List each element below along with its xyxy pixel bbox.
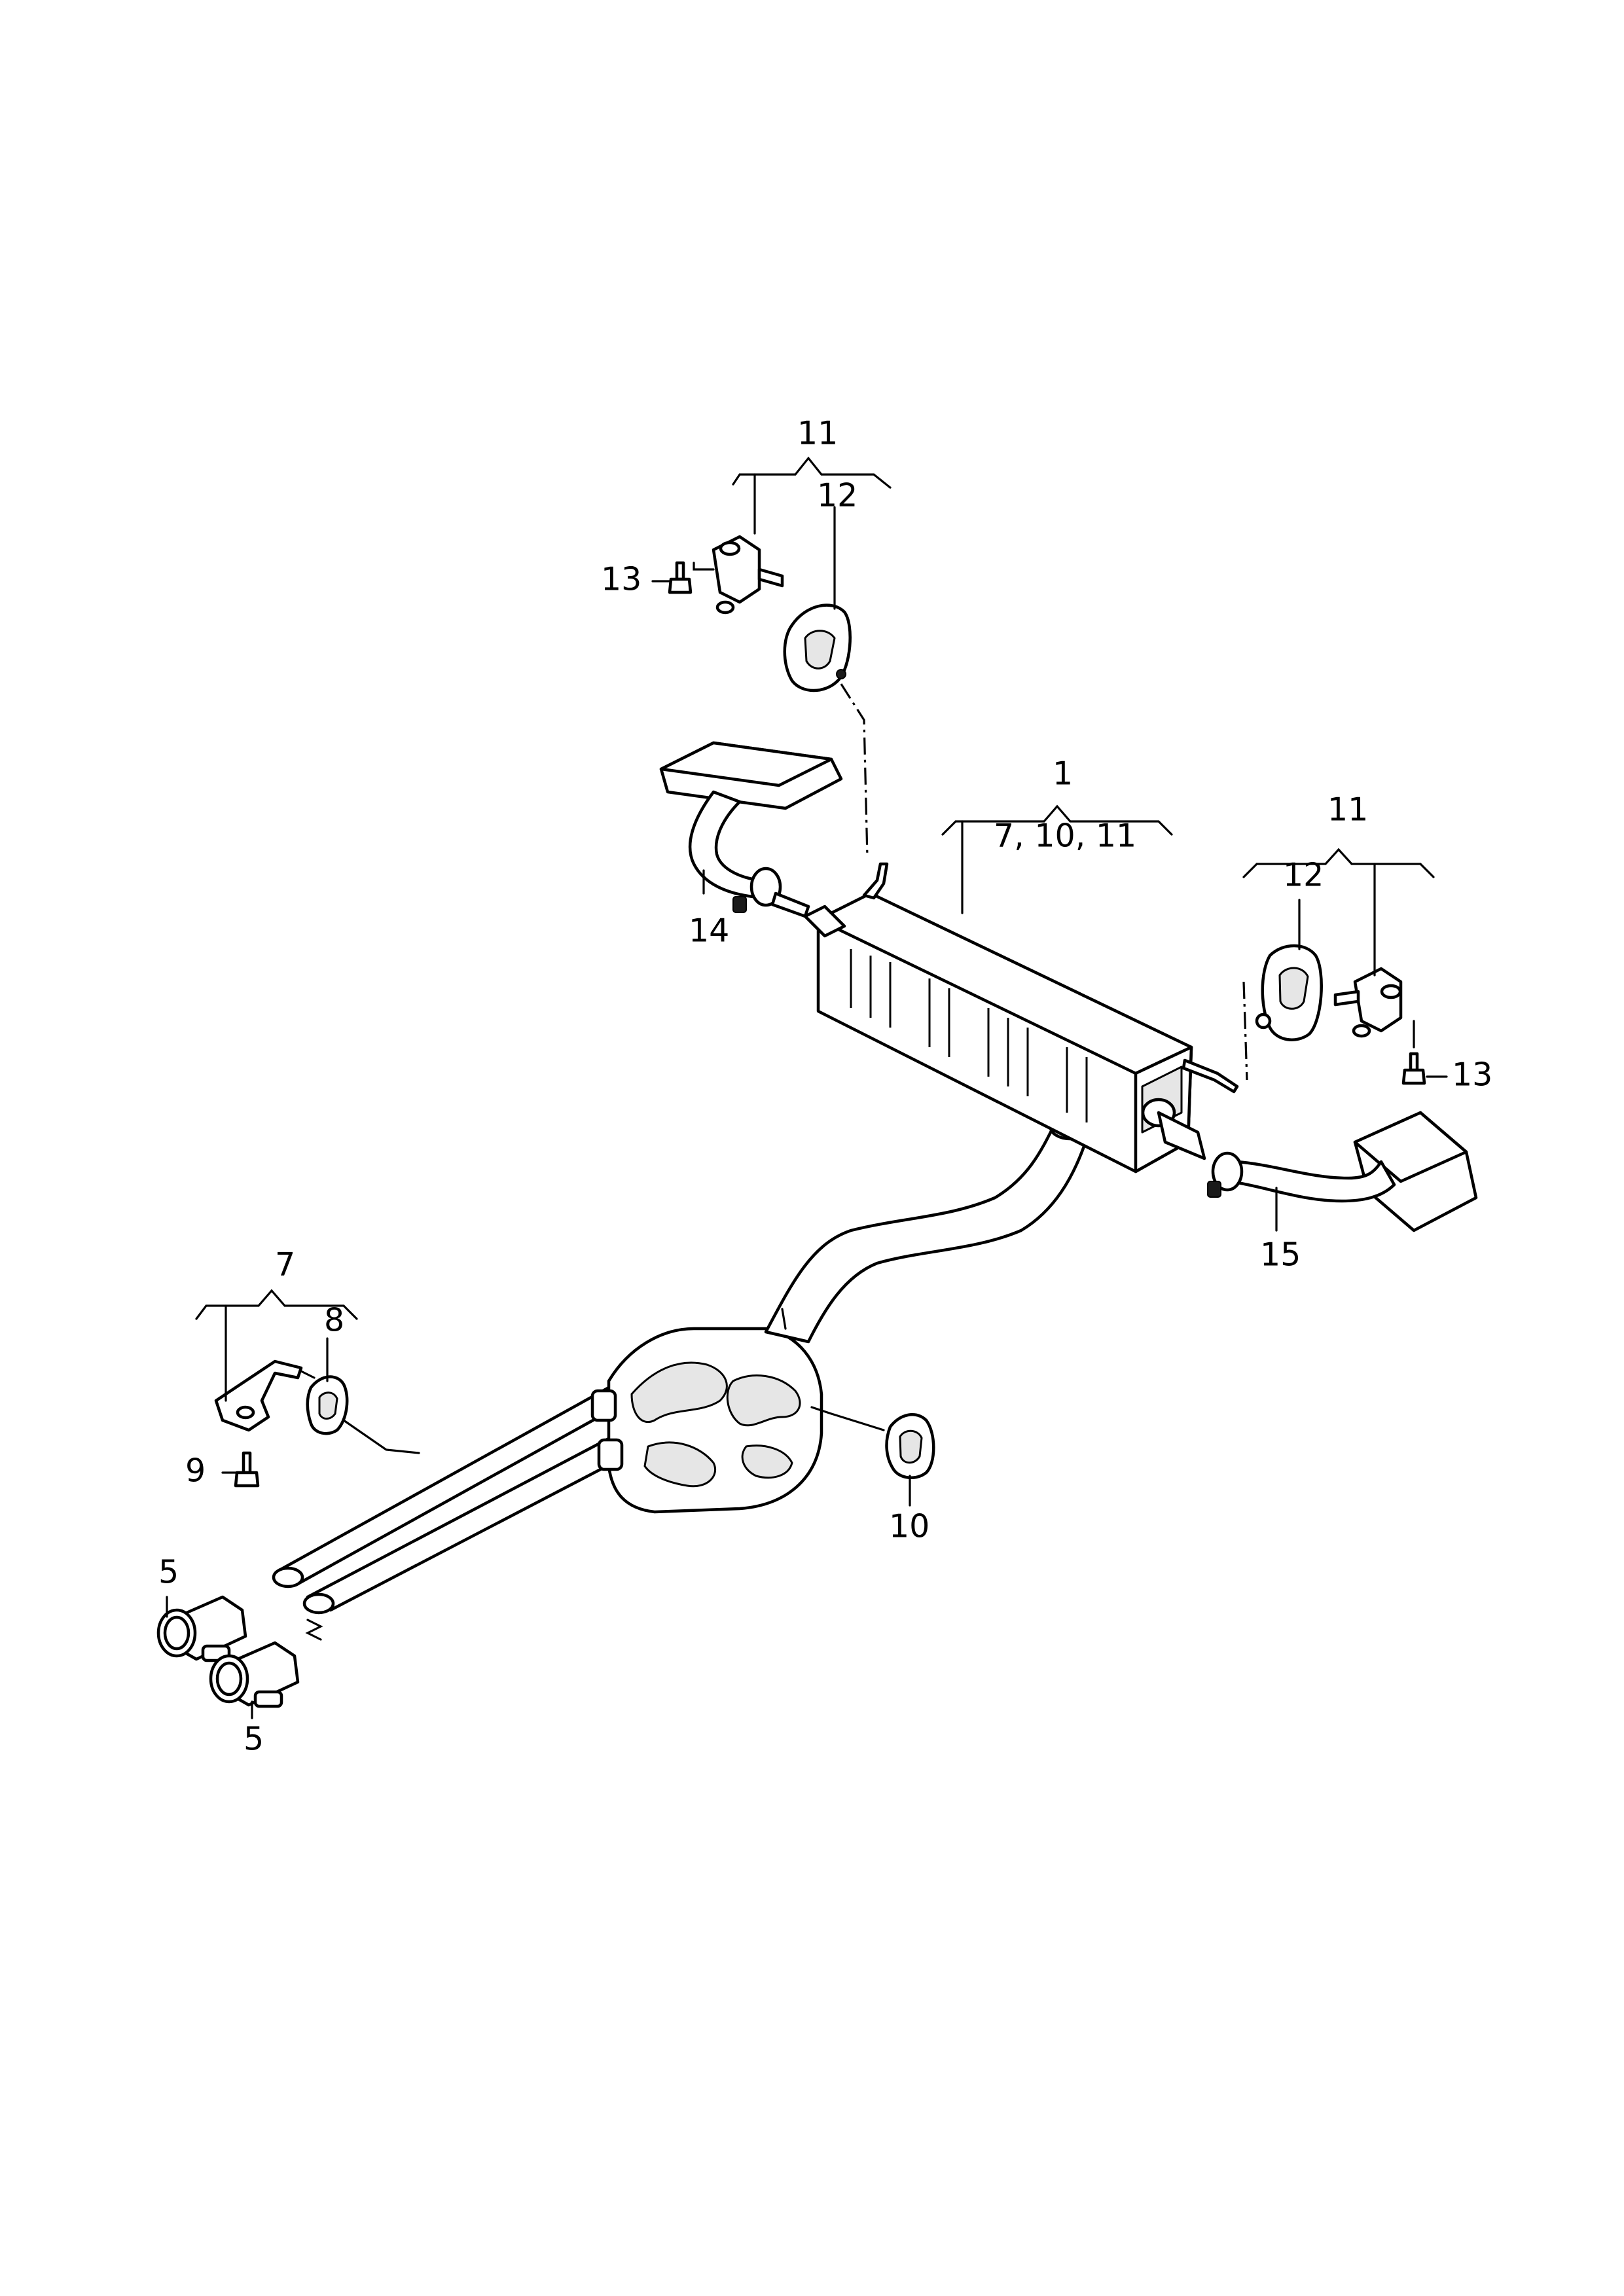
label-5-lower: 5 [244,1721,264,1758]
label-9: 9 [185,1452,206,1490]
left-tailpipe [659,741,843,918]
label-12-top: 12 [817,477,857,514]
bracket-11-right [1333,967,1403,1038]
label-1-includes: 7, 10, 11 [994,817,1136,855]
rear-silencer [803,862,1239,1174]
bolt-13-top [668,561,693,594]
centre-silencer [590,1327,823,1514]
callout-labels: 11 12 13 1 7, 10, 11 14 11 12 13 15 7 8 … [158,415,1492,1758]
rubber-mount-12-right [1255,944,1323,1041]
bolt-9 [234,1451,260,1488]
bolt-13-right [1401,1052,1426,1085]
label-12-right: 12 [1283,857,1324,894]
hanger-wires [300,1308,885,1454]
label-8: 8 [324,1302,344,1339]
front-exhaust-pipe [272,1386,640,1641]
right-tailpipe [1207,1111,1478,1232]
label-15: 15 [1260,1236,1301,1274]
label-7: 7 [275,1246,295,1283]
clamp-5-upper [156,1595,247,1662]
bracket-11-top [712,535,784,615]
label-1: 1 [1053,755,1073,793]
label-13-right: 13 [1452,1056,1492,1094]
label-14: 14 [689,912,729,950]
label-13-top: 13 [601,561,641,598]
leader-lines [166,456,1448,1719]
connecting-pipe [764,1113,1092,1344]
label-11-top: 11 [797,415,838,452]
label-11-right: 11 [1327,791,1368,829]
rubber-mount-12-top [783,603,852,692]
label-10: 10 [889,1508,929,1545]
rubber-mount-8 [306,1375,349,1435]
label-5-upper: 5 [158,1554,179,1591]
bracket-7 [214,1359,303,1432]
clamp-5-lower [209,1641,300,1708]
rubber-mount-10 [885,1413,935,1479]
